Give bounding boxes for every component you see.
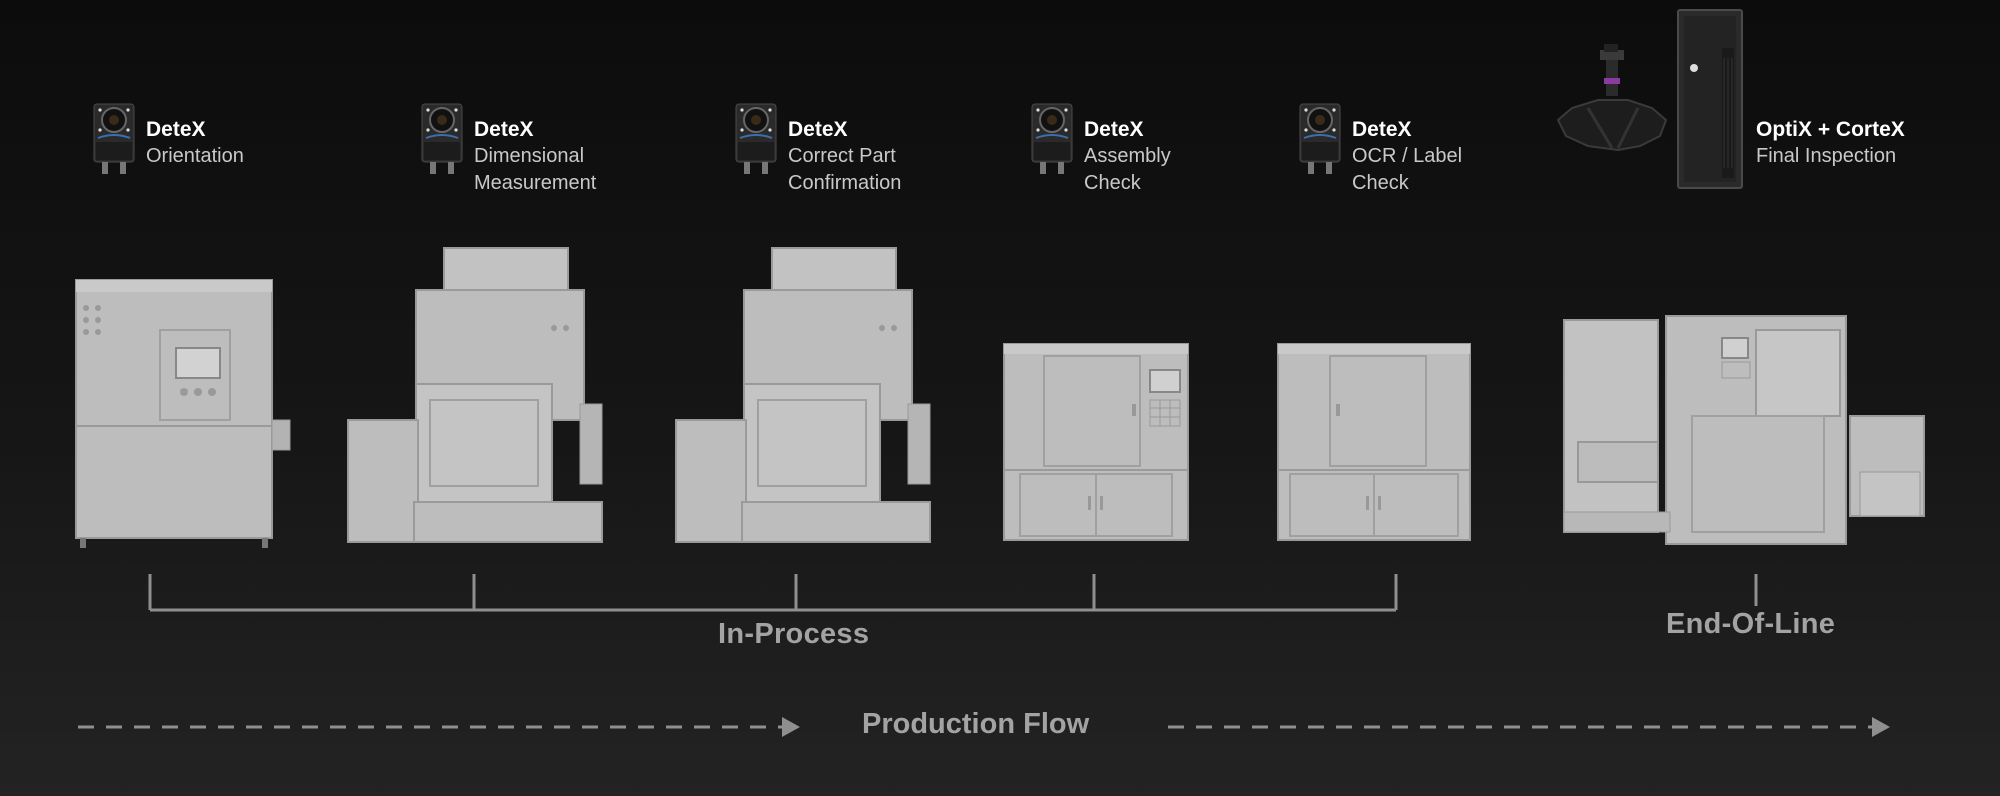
station-label-dimensional-measurement: DeteX Dimensional Measurement [420, 102, 596, 197]
machine-correct-part-confirmation-station [672, 244, 934, 550]
station-description: Dimensional Measurement [474, 145, 597, 194]
in-process-label: In-Process [718, 618, 870, 650]
machine-assembly-check-station [1000, 340, 1192, 550]
station-label-ocr-label-check: DeteX OCR / Label Check [1298, 102, 1462, 197]
station-brand: DeteX [146, 118, 206, 141]
station-label-final-inspection: OptiX + CorteX Final Inspection [1548, 8, 1905, 190]
station-label-correct-part-confirmation: DeteX Correct Part Confirmation [734, 102, 901, 197]
station-description: Orientation [146, 145, 244, 167]
machine-ocr-label-check-station [1274, 340, 1474, 550]
station-brand: DeteX [1352, 118, 1412, 141]
in-process-bracket [148, 574, 1398, 612]
station-description: Final Inspection [1756, 145, 1897, 167]
camera-mount-and-controller-icon [1548, 8, 1748, 190]
end-of-line-label: End-Of-Line [1666, 608, 1836, 640]
station-brand: DeteX [1084, 118, 1144, 141]
station-brand: OptiX + CorteX [1756, 118, 1905, 141]
station-label-assembly-check: DeteX Assembly Check [1030, 102, 1171, 197]
station-description: Assembly Check [1084, 145, 1171, 194]
machine-dimensional-measurement-station [344, 244, 606, 550]
smart-camera-icon [420, 102, 464, 178]
station-description: OCR / Label Check [1352, 145, 1463, 194]
machine-orientation-station [72, 274, 292, 550]
arrow-head-icon [782, 717, 800, 737]
arrow-head-icon [1872, 717, 1890, 737]
production-flow-label: Production Flow [862, 708, 1090, 740]
station-brand: DeteX [788, 118, 848, 141]
smart-camera-icon [734, 102, 778, 178]
smart-camera-icon [1298, 102, 1342, 178]
station-description: Correct Part Confirmation [788, 145, 902, 194]
smart-camera-icon [1030, 102, 1074, 178]
machine-final-inspection-station [1560, 312, 1940, 548]
station-label-orientation: DeteX Orientation [92, 102, 244, 178]
smart-camera-icon [92, 102, 136, 178]
station-brand: DeteX [474, 118, 534, 141]
